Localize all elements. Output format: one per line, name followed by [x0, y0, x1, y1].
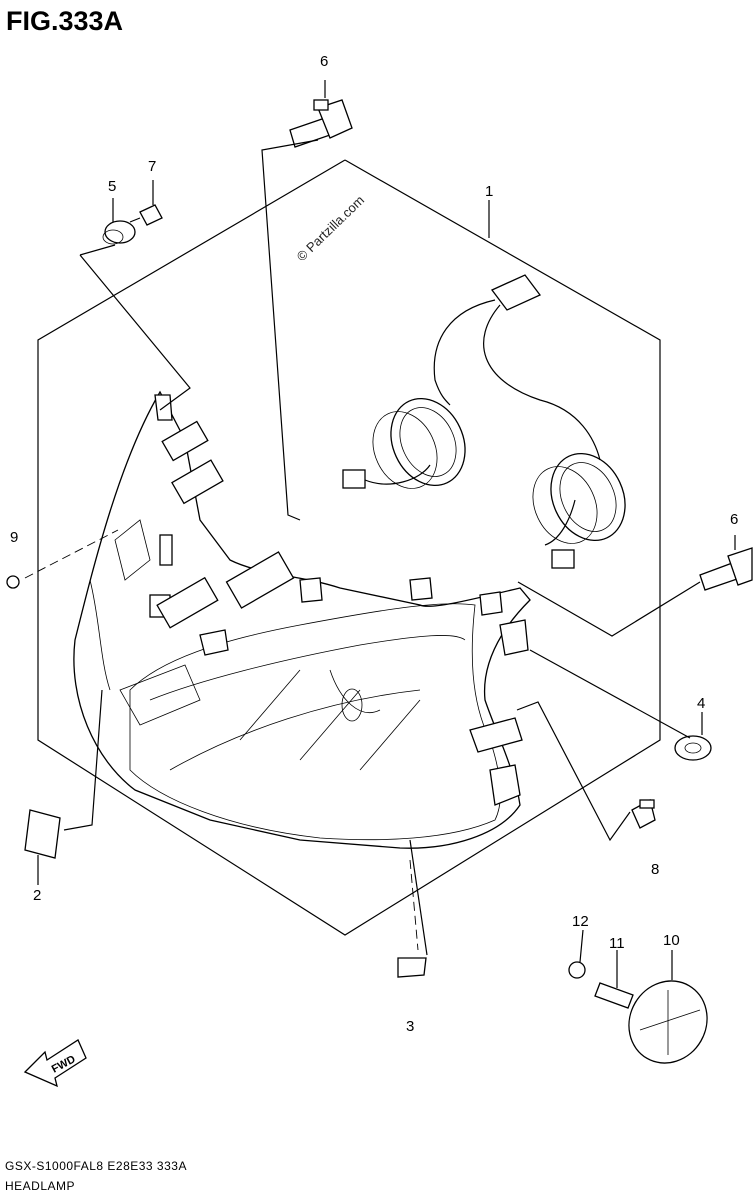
bulb-socket-left — [342, 397, 466, 489]
cap-part — [6, 575, 20, 589]
callout-1: 1 — [485, 183, 493, 200]
callout-2: 2 — [33, 887, 41, 904]
pad-part-2 — [24, 809, 61, 859]
grommet-part-4 — [674, 735, 712, 761]
leader-lines — [24, 80, 736, 988]
callout-6-right: 6 — [730, 511, 738, 528]
wiring-harness — [364, 274, 601, 546]
callout-11: 11 — [609, 935, 625, 952]
grommet-part — [102, 220, 136, 245]
pad-part-3 — [397, 957, 427, 978]
callout-4: 4 — [697, 695, 705, 712]
callout-10: 10 — [663, 932, 680, 949]
cover-disc-part — [628, 980, 708, 1064]
assembly-outline — [37, 159, 661, 936]
callout-5: 5 — [108, 178, 116, 195]
callout-7: 7 — [148, 158, 156, 175]
callout-12: 12 — [572, 913, 589, 930]
bulb-right-part — [699, 547, 753, 591]
spacer-part — [594, 982, 634, 1009]
bulb-socket-right — [532, 452, 626, 569]
callout-3: 3 — [406, 1018, 414, 1035]
model-code: GSX-S1000FAL8 E28E33 333A — [5, 1159, 187, 1173]
bulb-top-part — [289, 99, 353, 148]
section-name: HEADLAMP — [5, 1179, 75, 1193]
screw-part — [129, 204, 163, 226]
callout-6-top: 6 — [320, 53, 328, 70]
callout-9: 9 — [10, 529, 18, 546]
callout-8: 8 — [651, 861, 659, 878]
fwd-arrow-icon: FWD — [23, 1039, 87, 1088]
washer-part — [568, 961, 586, 979]
watermark-text: © Partzilla.com — [294, 193, 367, 265]
figure-title: FIG.333A — [6, 6, 123, 36]
clip-part — [631, 799, 656, 829]
headlamp-housing — [73, 390, 531, 849]
